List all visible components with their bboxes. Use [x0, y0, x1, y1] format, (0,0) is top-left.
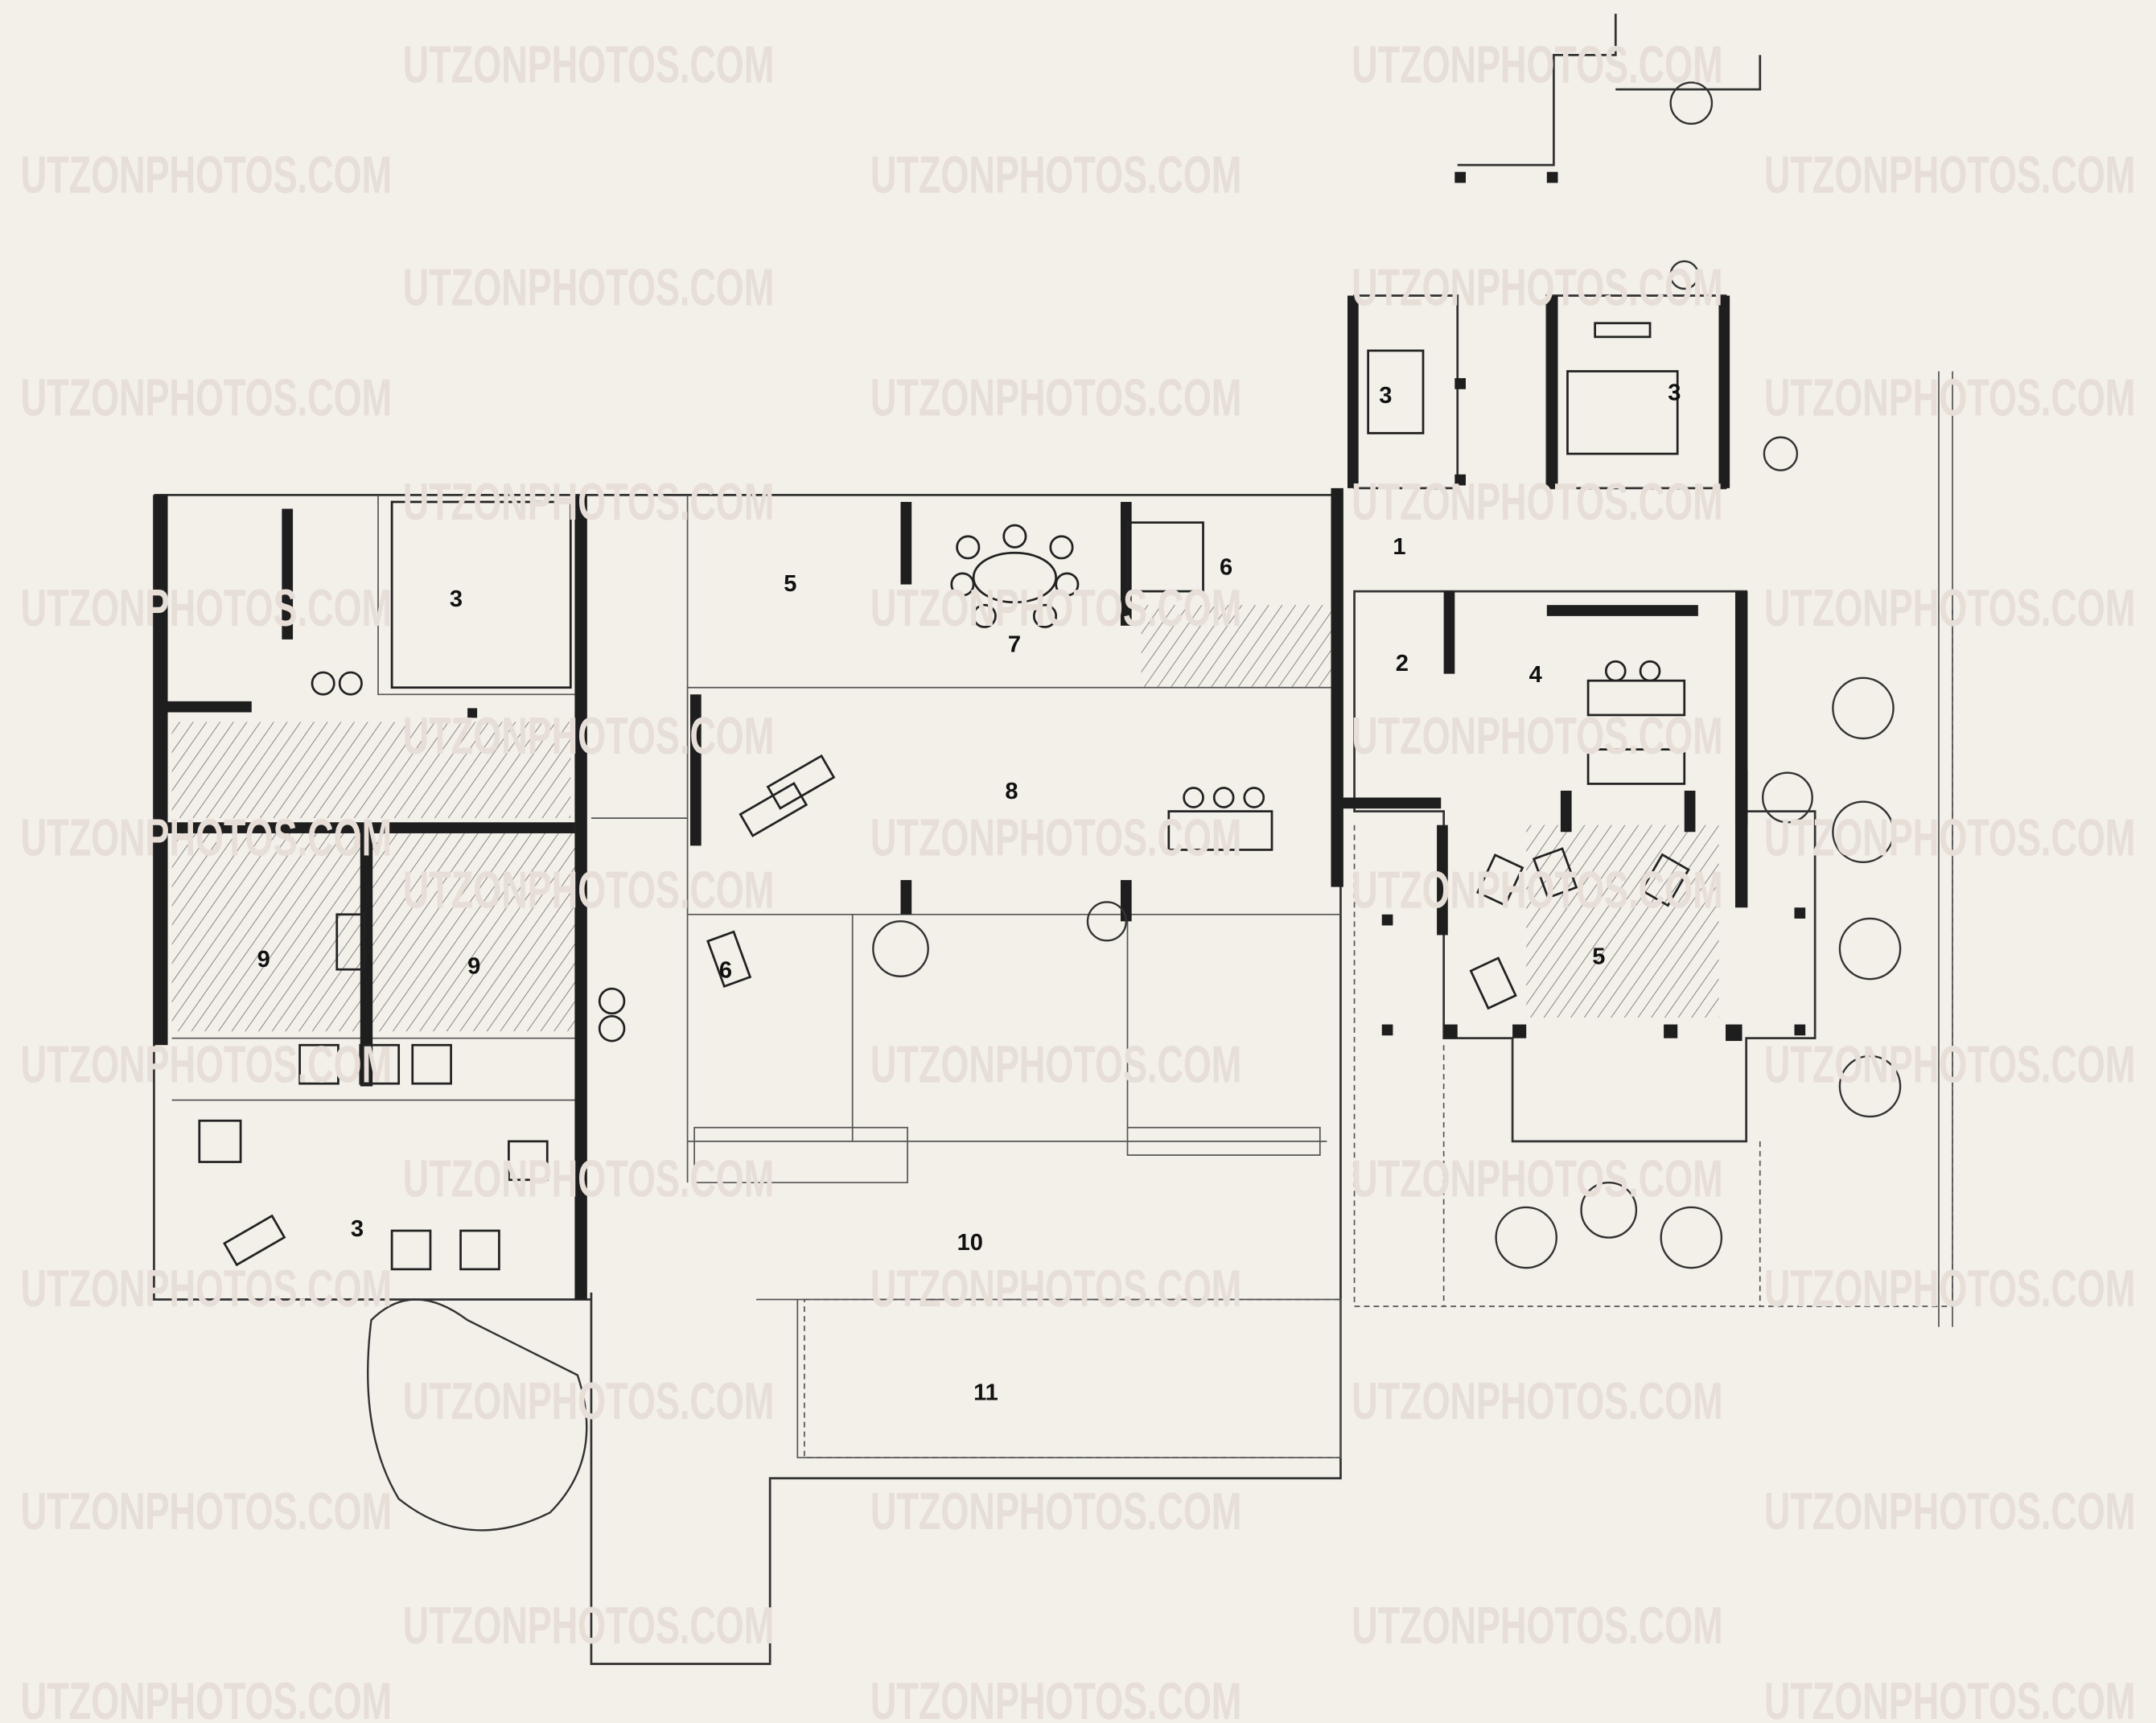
watermark-text: UTZONPHOTOS.COM: [403, 1596, 774, 1655]
watermark-text: UTZONPHOTOS.COM: [870, 808, 1241, 866]
watermark-text: UTZONPHOTOS.COM: [1352, 1371, 1722, 1430]
watermark-text: UTZONPHOTOS.COM: [1352, 1596, 1722, 1655]
trees: [367, 81, 1902, 1532]
room-label: 2: [1396, 651, 1409, 676]
watermark-text: UTZONPHOTOS.COM: [403, 472, 774, 531]
room-label: 3: [351, 1216, 364, 1242]
room-label: 8: [1005, 779, 1018, 804]
watermark-text: UTZONPHOTOS.COM: [21, 1259, 392, 1318]
room-label: 9: [257, 947, 270, 973]
room-label: 6: [719, 957, 732, 983]
watermark-text: UTZONPHOTOS.COM: [1764, 145, 2135, 204]
watermark-text: UTZONPHOTOS.COM: [403, 860, 774, 919]
property-wall: [1938, 371, 1953, 1327]
room-label: 5: [784, 571, 796, 597]
walls: [154, 295, 1748, 1300]
watermark-text: UTZONPHOTOS.COM: [1764, 1259, 2135, 1318]
watermark-text: UTZONPHOTOS.COM: [21, 368, 392, 426]
room-label: 10: [957, 1230, 983, 1256]
watermark-text: UTZONPHOTOS.COM: [870, 1482, 1241, 1540]
columns: [467, 171, 1806, 1042]
room-label: 3: [450, 586, 463, 612]
watermark-text: UTZONPHOTOS.COM: [21, 578, 392, 637]
watermark-text: UTZONPHOTOS.COM: [870, 1034, 1241, 1093]
watermark-text: UTZONPHOTOS.COM: [1764, 1034, 2135, 1093]
watermark-text: UTZONPHOTOS.COM: [870, 145, 1241, 204]
watermark-text: UTZONPHOTOS.COM: [403, 35, 774, 94]
hatched-area: [1141, 605, 1334, 688]
plan-drawing: [153, 14, 1953, 1665]
watermark-text: UTZONPHOTOS.COM: [1352, 860, 1722, 919]
pool-outline: [804, 1298, 1342, 1458]
room-label: 3: [1379, 383, 1392, 409]
room-label: 1: [1393, 534, 1405, 560]
room-label: 3: [1668, 380, 1681, 405]
room-label: 5: [1592, 944, 1605, 969]
watermark-text: UTZONPHOTOS.COM: [1352, 35, 1722, 94]
watermark-text: UTZONPHOTOS.COM: [1352, 258, 1722, 317]
watermark-text: UTZONPHOTOS.COM: [870, 1672, 1241, 1723]
room-label: 11: [973, 1380, 998, 1405]
room-label: 7: [1008, 631, 1021, 657]
furniture: [198, 322, 1690, 1271]
watermark-text: UTZONPHOTOS.COM: [21, 808, 392, 866]
room-labels: 3 3 3 5 6 1 7 2 4 8 9 9 6 5 3 10 11: [257, 380, 1681, 1405]
watermark-text: UTZONPHOTOS.COM: [403, 1371, 774, 1430]
watermark-text: UTZONPHOTOS.COM: [1764, 1672, 2135, 1723]
room-label: 4: [1529, 662, 1542, 688]
watermark-text: UTZONPHOTOS.COM: [403, 258, 774, 317]
watermark-text: UTZONPHOTOS.COM: [21, 1034, 392, 1093]
watermark-text: UTZONPHOTOS.COM: [1764, 368, 2135, 426]
watermark-text: UTZONPHOTOS.COM: [870, 368, 1241, 426]
watermark-text: UTZONPHOTOS.COM: [21, 1482, 392, 1540]
watermark-text: UTZONPHOTOS.COM: [21, 145, 392, 204]
watermark-text: UTZONPHOTOS.COM: [403, 706, 774, 765]
hatched-corridor: [171, 722, 571, 819]
watermark-text: UTZONPHOTOS.COM: [870, 1259, 1241, 1318]
hatched-room-9: [171, 824, 585, 1032]
room-label: 9: [467, 953, 480, 979]
watermark-text: UTZONPHOTOS.COM: [1764, 808, 2135, 866]
watermark-text: UTZONPHOTOS.COM: [403, 1149, 774, 1207]
hatched-room-5: [1526, 824, 1719, 1018]
watermark-text: UTZONPHOTOS.COM: [1764, 578, 2135, 637]
watermark-text: UTZONPHOTOS.COM: [1764, 1482, 2135, 1540]
watermark-text: UTZONPHOTOS.COM: [870, 578, 1241, 637]
watermark-text: UTZONPHOTOS.COM: [1352, 706, 1722, 765]
watermark-text: UTZONPHOTOS.COM: [21, 1672, 392, 1723]
room-label: 6: [1220, 555, 1232, 581]
watermark-text: UTZONPHOTOS.COM: [1352, 1149, 1722, 1207]
watermark-text: UTZONPHOTOS.COM: [1352, 472, 1722, 531]
